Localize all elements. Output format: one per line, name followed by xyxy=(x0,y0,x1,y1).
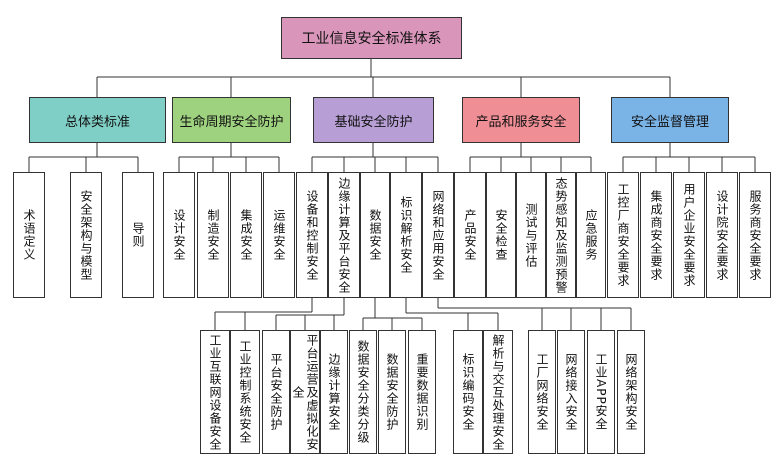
node-network-access-security: 网络接入安全 xyxy=(557,330,585,454)
node-integrator-requirements: 集成商安全要求 xyxy=(640,172,672,298)
node-important-data-identification: 重要数据识别 xyxy=(408,330,436,454)
node-network-app-security: 网络和应用安全 xyxy=(422,172,454,298)
node-design-security: 设计安全 xyxy=(163,172,195,298)
node-label: 设备和控制安全 xyxy=(305,189,319,281)
node-industrial-app-security: 工业APP安全 xyxy=(587,330,615,454)
category-label: 基础安全防护 xyxy=(334,114,413,130)
node-integration-security: 集成安全 xyxy=(230,172,262,298)
node-label: 工业APP安全 xyxy=(594,353,608,431)
node-testing-assessment: 测试与评估 xyxy=(516,172,546,298)
node-platform-ops-virtualization: 平台运营及虚拟化安全 xyxy=(290,330,320,454)
node-label: 应急服务 xyxy=(584,209,598,261)
category-label: 安全监督管理 xyxy=(630,114,709,130)
node-label: 集成商安全要求 xyxy=(649,189,663,281)
node-label: 网络和应用安全 xyxy=(431,189,445,281)
node-label: 安全检查 xyxy=(494,209,508,261)
node-user-enterprise-requirements: 用户企业安全要求 xyxy=(673,172,705,298)
node-label: 数据安全 xyxy=(368,209,382,261)
node-label: 导则 xyxy=(131,222,145,248)
node-label: 产品安全 xyxy=(463,209,477,261)
node-label: 平台安全防护 xyxy=(269,353,283,431)
node-label: 数据安全防护 xyxy=(385,353,399,431)
category-general: 总体类标准 xyxy=(29,97,166,143)
node-label: 制造安全 xyxy=(206,209,220,261)
node-label: 设计院安全要求 xyxy=(715,189,729,281)
node-ops-security: 运维安全 xyxy=(263,172,295,298)
node-product-security: 产品安全 xyxy=(454,172,486,298)
node-label: 数据安全分类分级 xyxy=(356,340,370,444)
category-label: 产品和服务安全 xyxy=(475,114,567,130)
category-label: 总体类标准 xyxy=(64,114,130,130)
node-label: 网络接入安全 xyxy=(564,353,578,431)
category-supervision: 安全监督管理 xyxy=(611,97,729,143)
node-label: 集成安全 xyxy=(239,209,253,261)
node-label: 安全架构与模型 xyxy=(79,189,93,281)
node-security-inspection: 安全检查 xyxy=(486,172,516,298)
node-label: 边缘计算安全 xyxy=(327,353,341,431)
node-edge-computing-security: 边缘计算安全 xyxy=(320,330,348,454)
root-node: 工业信息安全标准体系 xyxy=(281,17,462,59)
node-label: 工业控制系统安全 xyxy=(238,340,252,444)
node-data-security: 数据安全 xyxy=(360,172,390,298)
node-label: 工厂网络安全 xyxy=(535,353,549,431)
node-service-provider-requirements: 服务商安全要求 xyxy=(739,172,771,298)
node-manufacturing-security: 制造安全 xyxy=(197,172,229,298)
node-data-classification: 数据安全分类分级 xyxy=(349,330,377,454)
category-basic: 基础安全防护 xyxy=(313,97,434,143)
node-label: 标识编码安全 xyxy=(461,353,475,431)
node-label: 服务商安全要求 xyxy=(748,189,762,281)
node-label: 工控厂商安全要求 xyxy=(616,183,630,287)
node-label: 边缘计算及平台安全 xyxy=(337,176,351,294)
node-factory-network-security: 工厂网络安全 xyxy=(528,330,556,454)
node-label: 用户企业安全要求 xyxy=(682,183,696,287)
category-label: 生命周期安全防护 xyxy=(179,114,284,130)
node-data-protection: 数据安全防护 xyxy=(378,330,406,454)
node-term-definition: 术语定义 xyxy=(13,172,45,298)
node-label: 测试与评估 xyxy=(524,202,538,268)
node-label: 工业互联网设备安全 xyxy=(208,333,222,451)
node-device-control-security: 设备和控制安全 xyxy=(296,172,328,298)
node-label: 术语定义 xyxy=(22,209,36,261)
node-edge-platform-security: 边缘计算及平台安全 xyxy=(328,172,360,298)
node-identifier-resolution-security: 标识解析安全 xyxy=(390,172,422,298)
node-ics-security: 工业控制系统安全 xyxy=(230,330,260,454)
node-identifier-encoding-security: 标识编码安全 xyxy=(453,330,483,454)
node-guideline: 导则 xyxy=(122,172,154,298)
node-label: 重要数据识别 xyxy=(415,353,429,431)
node-platform-protection: 平台安全防护 xyxy=(262,330,290,454)
node-resolution-interaction-security: 解析与交互处理安全 xyxy=(483,330,513,454)
node-network-architecture-security: 网络架构安全 xyxy=(617,330,645,454)
category-lifecycle: 生命周期安全防护 xyxy=(172,97,291,143)
node-situational-awareness: 态势感知及监测预警 xyxy=(546,172,576,298)
node-ics-vendor-requirements: 工控厂商安全要求 xyxy=(607,172,639,298)
node-label: 网络架构安全 xyxy=(624,353,638,431)
node-label: 设计安全 xyxy=(172,209,186,261)
node-label: 解析与交互处理安全 xyxy=(491,333,505,451)
node-label: 标识解析安全 xyxy=(399,196,413,274)
node-label: 态势感知及监测预警 xyxy=(554,176,568,294)
node-security-architecture: 安全架构与模型 xyxy=(70,172,102,298)
node-emergency-service: 应急服务 xyxy=(576,172,606,298)
node-iiot-device-security: 工业互联网设备安全 xyxy=(200,330,230,454)
root-label: 工业信息安全标准体系 xyxy=(301,31,442,47)
category-product: 产品和服务安全 xyxy=(462,97,580,143)
node-label: 运维安全 xyxy=(272,209,286,261)
node-label: 平台运营及虚拟化安全 xyxy=(291,333,319,451)
node-design-institute-requirements: 设计院安全要求 xyxy=(706,172,738,298)
